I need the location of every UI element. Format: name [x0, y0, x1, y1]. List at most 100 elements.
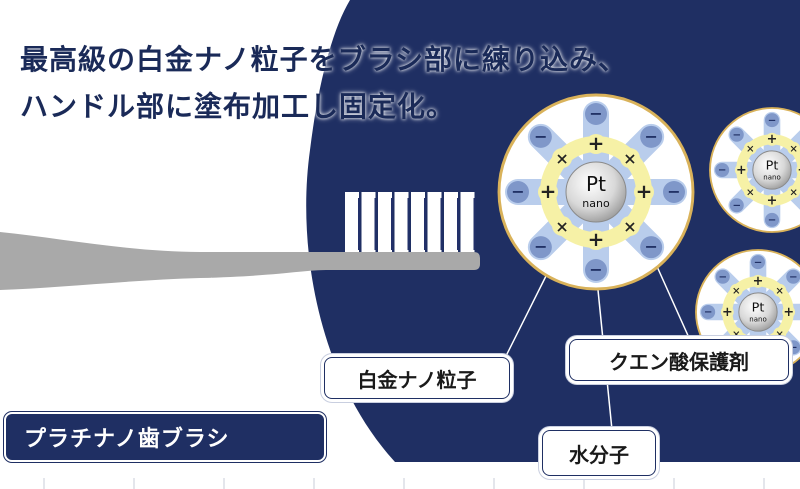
minus-charge — [507, 181, 529, 203]
plus-sign: + — [767, 132, 778, 147]
ion-charge — [538, 182, 558, 202]
core-symbol: Pt — [766, 158, 779, 173]
headline-line-2: ハンドル部に塗布加工し固定化。 — [20, 90, 456, 123]
toothbrush-handle — [0, 232, 480, 290]
ion-charge — [743, 185, 757, 199]
minus-charge — [786, 340, 800, 355]
cross-sign: × — [746, 187, 755, 199]
ion-charge — [729, 327, 743, 341]
minus-sign: − — [644, 237, 657, 256]
ion-charge — [782, 305, 796, 319]
minus-charge — [729, 127, 744, 142]
bristle-tuft — [427, 192, 442, 254]
minus-sign: − — [667, 182, 680, 201]
minus-sign: − — [511, 182, 524, 201]
ion-charge — [743, 141, 757, 155]
cross-sign: × — [775, 285, 784, 297]
minus-charge — [764, 212, 780, 227]
plus-sign: + — [736, 163, 747, 178]
minus-sign: − — [732, 199, 741, 211]
minus-charge — [764, 113, 780, 128]
ion-charge — [765, 194, 779, 208]
bristle-tuft — [460, 192, 475, 254]
minus-sign: − — [589, 260, 602, 279]
ion-charge — [586, 230, 606, 250]
ion-charge — [619, 148, 640, 169]
cross-sign: × — [732, 329, 741, 341]
ion-charge — [729, 283, 743, 297]
bristle-tuft — [361, 192, 376, 254]
minus-sign: − — [768, 214, 777, 226]
label-citric-acid: クエン酸保護剤 — [569, 339, 789, 381]
label-water-molecule: 水分子 — [542, 430, 656, 476]
plus-sign: + — [722, 305, 733, 320]
bristle-tuft — [394, 192, 409, 254]
minus-sign: − — [732, 129, 741, 141]
cross-sign: × — [623, 149, 636, 168]
ion-charge — [552, 148, 573, 169]
ion-charge — [796, 164, 800, 176]
core-symbol: Pt — [752, 300, 765, 315]
ion-charge — [634, 182, 654, 202]
minus-charge — [640, 236, 663, 259]
leader-product — [162, 277, 213, 412]
plus-sign: + — [797, 163, 800, 178]
minus-sign: − — [754, 256, 763, 268]
core-subscript: nano — [763, 173, 780, 182]
label-product-name: プラチナノ歯ブラシ — [3, 411, 327, 463]
ion-charge — [552, 215, 573, 236]
ion-charge — [773, 327, 787, 341]
minus-charge — [715, 269, 730, 284]
minus-sign: − — [789, 271, 798, 283]
ion-charge — [765, 132, 779, 146]
cross-sign: × — [789, 143, 798, 155]
core-subscript: nano — [582, 197, 610, 210]
minus-charge — [663, 181, 685, 203]
toothbrush-illustration — [0, 192, 480, 290]
core-symbol: Pt — [586, 172, 606, 196]
minus-charge — [750, 255, 766, 270]
ion-charge — [586, 134, 606, 154]
ion-charge — [751, 274, 765, 288]
minus-charge — [729, 198, 744, 213]
platinum-core — [565, 161, 627, 223]
minus-charge — [529, 125, 552, 148]
minus-charge — [640, 125, 663, 148]
headline-line-1: 最高級の白金ナノ粒子をブラシ部に練り込み、 — [20, 43, 628, 76]
plus-sign: + — [540, 179, 557, 203]
minus-sign: − — [644, 127, 657, 146]
minus-sign: − — [768, 114, 777, 126]
bottom-tick-marks — [43, 478, 765, 489]
cross-sign: × — [775, 329, 784, 341]
ion-charge — [787, 141, 800, 155]
cross-sign: × — [555, 217, 568, 236]
minus-charge — [715, 162, 730, 178]
minus-charge — [786, 269, 800, 284]
platinum-core — [738, 292, 778, 332]
minus-sign: − — [534, 237, 547, 256]
minus-sign: − — [534, 127, 547, 146]
plus-sign: + — [783, 305, 794, 320]
minus-sign: − — [718, 271, 727, 283]
cross-sign: × — [623, 217, 636, 236]
plus-sign: + — [636, 179, 653, 203]
minus-charge — [701, 304, 716, 320]
cross-sign: × — [746, 143, 755, 155]
cross-sign: × — [732, 285, 741, 297]
ion-charge — [619, 215, 640, 236]
plus-sign: + — [753, 274, 764, 289]
minus-sign: − — [704, 306, 713, 318]
bristle-tuft — [345, 192, 359, 254]
minus-charge — [585, 259, 607, 281]
toothbrush-bristles — [345, 192, 476, 254]
ion-charge — [734, 163, 748, 177]
cross-sign: × — [789, 187, 798, 199]
minus-charge — [585, 103, 607, 125]
plus-sign: + — [588, 131, 605, 155]
plus-sign: + — [588, 227, 605, 251]
leader-citric — [654, 261, 691, 341]
plus-sign: + — [767, 194, 778, 209]
bristle-tuft — [444, 192, 458, 254]
